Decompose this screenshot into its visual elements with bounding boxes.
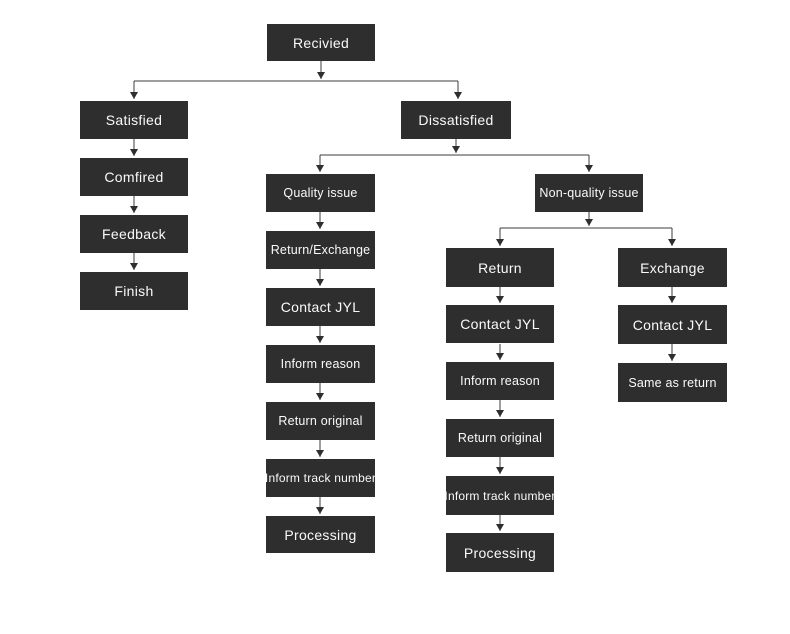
node-inform-reason-quality: Inform reason [266,345,375,383]
node-exchange: Exchange [618,248,727,287]
node-quality-issue: Quality issue [266,174,375,212]
node-dissatisfied: Dissatisfied [401,101,511,139]
node-inform-track-quality: Inform track number [265,459,376,497]
node-satisfied: Satisfied [80,101,188,139]
node-return-exchange: Return/Exchange [266,231,375,269]
node-contact-jyl-quality: Contact JYL [266,288,375,326]
node-inform-track-return: Inform track number [444,476,555,515]
node-comfired: Comfired [80,158,188,196]
node-processing-quality: Processing [266,516,375,553]
node-finish: Finish [80,272,188,310]
node-inform-reason-return: Inform reason [446,362,554,400]
node-return-original-quality: Return original [266,402,375,440]
node-non-quality-issue: Non-quality issue [535,174,643,212]
node-same-as-return: Same as return [618,363,727,402]
node-return-original-return: Return original [446,419,554,457]
node-return: Return [446,248,554,287]
node-processing-return: Processing [446,533,554,572]
node-received: Recivied [267,24,375,61]
node-contact-jyl-return: Contact JYL [446,305,554,343]
node-contact-jyl-exchange: Contact JYL [618,305,727,344]
node-feedback: Feedback [80,215,188,253]
